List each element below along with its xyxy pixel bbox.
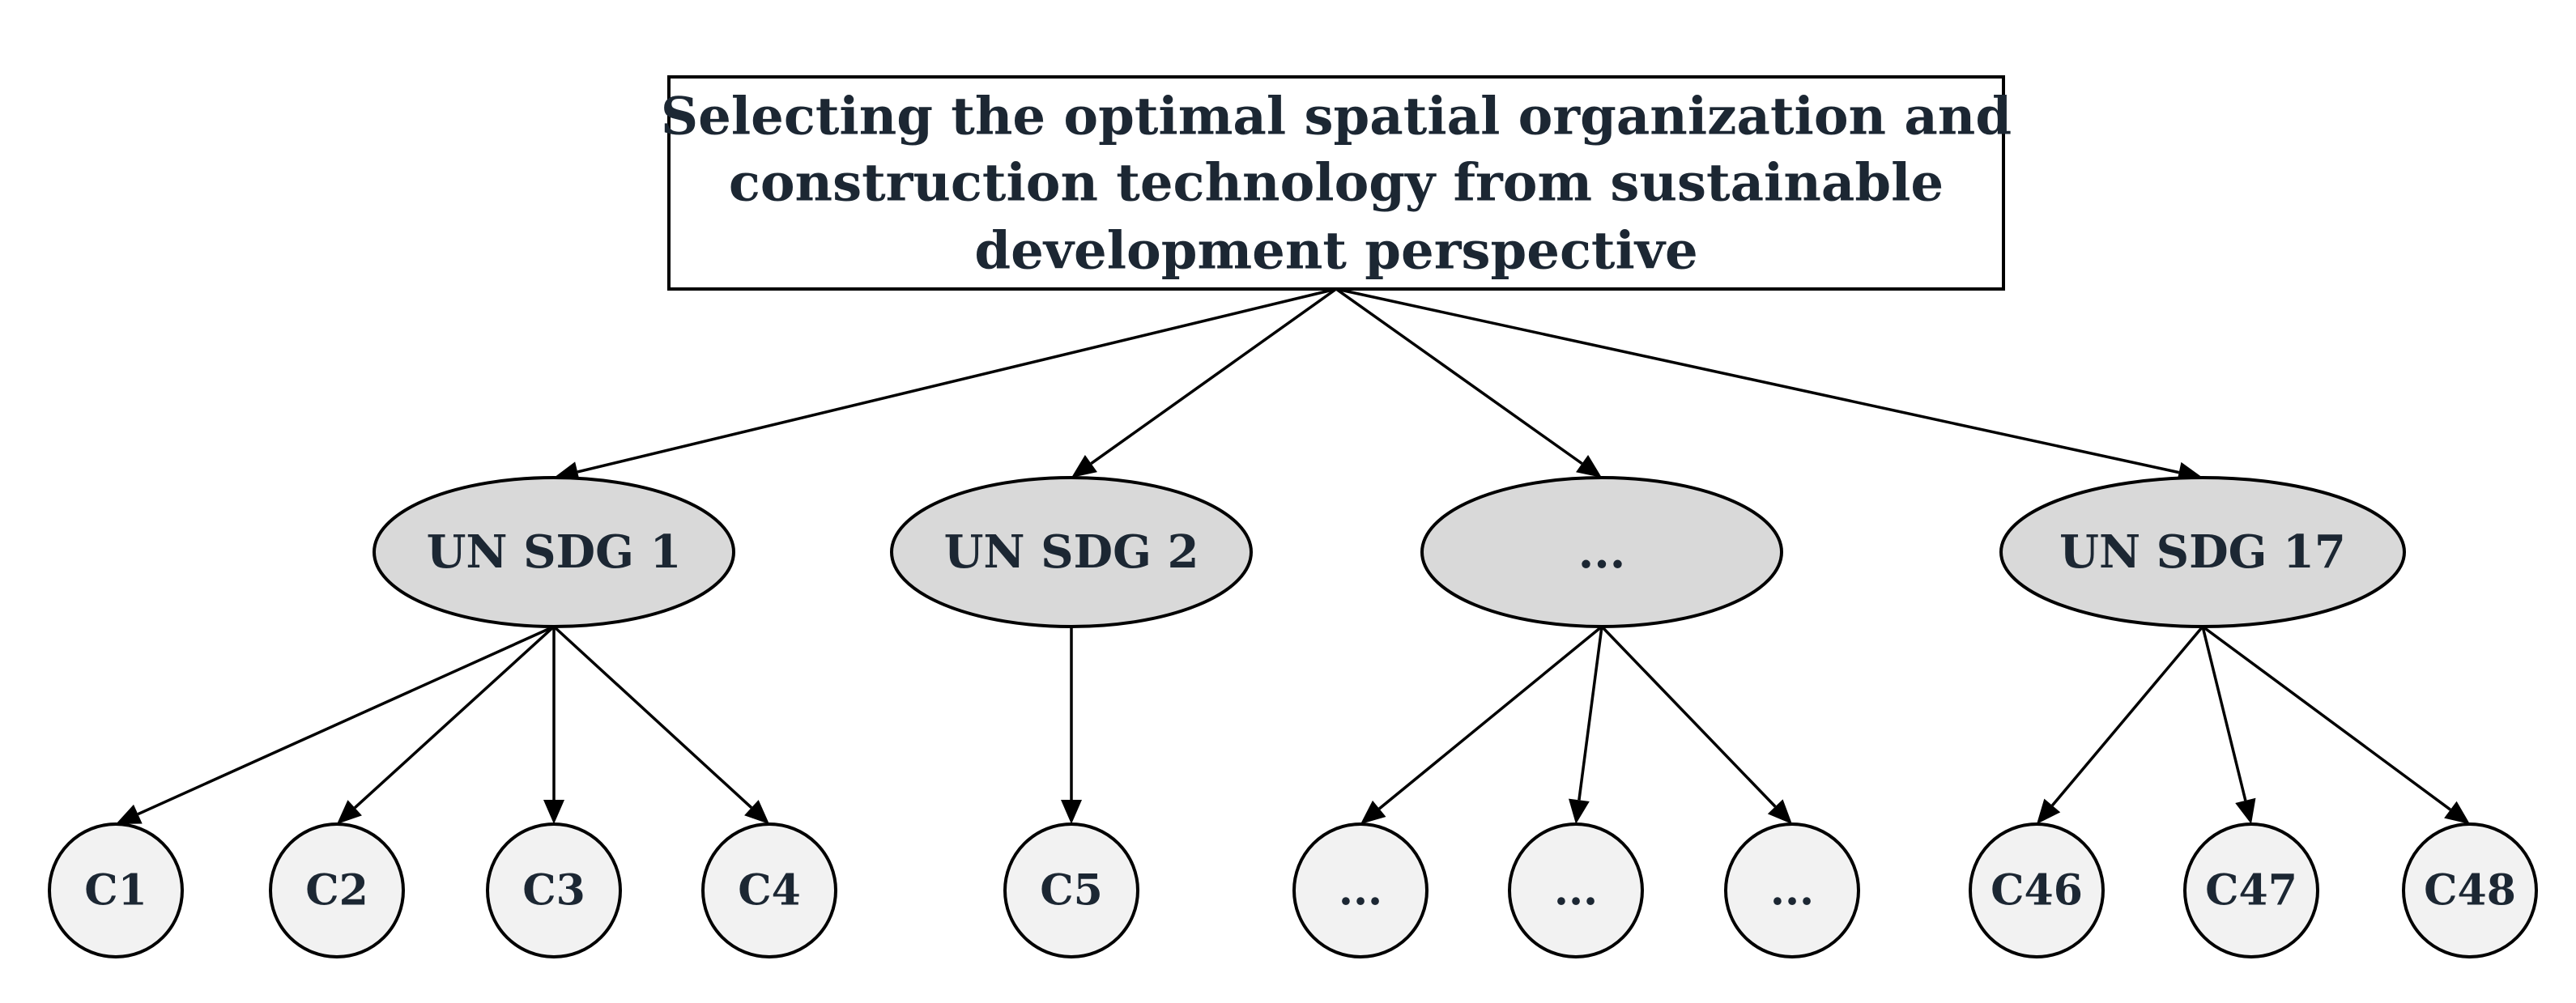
sdg-label: ...: [1578, 525, 1626, 579]
criterion-node-3: C3: [486, 822, 622, 958]
sdg-label: UN SDG 1: [427, 525, 682, 579]
sdg-ellipse: [1420, 476, 1783, 628]
edge-sdg-4-to-criterion-11: [2201, 625, 2470, 824]
criterion-node-11: C48: [2402, 822, 2538, 958]
edge-goal-to-sdg-3-head: [1576, 455, 1602, 478]
goal-box: [667, 75, 2005, 291]
sdg-label: UN SDG 17: [2059, 525, 2346, 579]
criterion-circle: [2402, 822, 2538, 958]
edge-goal-to-sdg-4: [1335, 287, 2203, 483]
sdg-ellipse: [373, 476, 735, 628]
edge-sdg-3-to-criterion-6-head: [1360, 800, 1386, 824]
criterion-circle: [269, 822, 405, 958]
edge-sdg-4-to-criterion-10-head: [2235, 797, 2256, 824]
criterion-label: C48: [2424, 866, 2516, 916]
sdg-ellipse: [1999, 476, 2406, 628]
edge-sdg-1-to-criterion-2-line: [354, 625, 556, 810]
edge-sdg-1-to-criterion-2-head: [337, 800, 362, 824]
criterion-label: C1: [84, 866, 147, 916]
edge-sdg-4-to-criterion-9: [2037, 625, 2204, 824]
edge-sdg-3-to-criterion-6: [1360, 625, 1603, 824]
sdg-node-1: UN SDG 1: [373, 476, 735, 628]
edge-sdg-1-to-criterion-4: [552, 625, 769, 824]
criteria-layer: C1 C2 C3 C4 C5......... C46 C47 C48: [48, 822, 2538, 958]
criterion-node-6: ...: [1292, 822, 1429, 958]
criterion-label: C5: [1040, 866, 1103, 916]
edge-sdg-3-to-criterion-8: [1600, 625, 1792, 824]
criterion-label: C3: [522, 866, 585, 916]
criterion-node-7: ...: [1508, 822, 1644, 958]
goal-node: Selecting the optimal spatial organizati…: [661, 75, 2012, 291]
edge-sdg-4-to-criterion-10: [2201, 626, 2256, 824]
edge-sdg-3-to-criterion-7: [1569, 626, 1603, 824]
edges-layer: [116, 287, 2470, 824]
edge-sdg-2-to-criterion-5: [1061, 627, 1082, 824]
sdg-node-2: UN SDG 2: [890, 476, 1253, 628]
criterion-circle: [1003, 822, 1139, 958]
edge-sdg-3-to-criterion-8-head: [1767, 799, 1792, 824]
edge-sdg-1-to-criterion-3-head: [543, 800, 564, 824]
edge-sdg-4-to-criterion-9-line: [2050, 625, 2204, 807]
edge-sdg-1-to-criterion-4-line: [552, 625, 753, 810]
sdg-node-4: UN SDG 17: [1999, 476, 2406, 628]
edge-goal-to-sdg-1-line: [577, 287, 1337, 474]
edge-goal-to-sdg-1: [554, 287, 1337, 482]
sdg-node-3: ...: [1420, 476, 1783, 628]
edge-sdg-3-to-criterion-7-head: [1569, 798, 1590, 824]
edge-sdg-1-to-criterion-1-head: [116, 804, 143, 824]
criterion-node-4: C4: [701, 822, 837, 958]
criterion-label: C47: [2205, 866, 2297, 916]
criterion-label: C46: [1991, 866, 2083, 916]
edge-goal-to-sdg-2-head: [1071, 455, 1097, 478]
criterion-circle: [1292, 822, 1429, 958]
goal-line-2: construction technology from sustainable: [729, 153, 1944, 214]
criterion-label: ...: [1770, 866, 1814, 916]
sdg-label: UN SDG 2: [944, 525, 1199, 579]
edge-goal-to-sdg-2: [1071, 287, 1338, 478]
criterion-node-8: ...: [1724, 822, 1860, 958]
criterion-circle: [1724, 822, 1860, 958]
edge-sdg-1-to-criterion-1: [116, 625, 555, 824]
sdg-layer: UN SDG 1 UN SDG 2... UN SDG 17: [373, 476, 2406, 628]
edge-goal-to-sdg-3: [1335, 287, 1602, 478]
edge-sdg-3-to-criterion-7-line: [1578, 626, 1603, 801]
criterion-label: C2: [305, 866, 368, 916]
edge-sdg-1-to-criterion-3: [543, 627, 564, 824]
criterion-circle: [48, 822, 184, 958]
criterion-circle: [2183, 822, 2319, 958]
edge-sdg-3-to-criterion-8-line: [1600, 625, 1777, 808]
edge-sdg-2-to-criterion-5-head: [1061, 800, 1082, 824]
criterion-node-2: C2: [269, 822, 405, 958]
edge-sdg-1-to-criterion-4-head: [744, 800, 769, 824]
criterion-label: ...: [1554, 866, 1598, 916]
edge-goal-to-sdg-3-line: [1335, 287, 1583, 465]
criterion-circle: [1508, 822, 1644, 958]
edge-sdg-4-to-criterion-11-line: [2201, 625, 2451, 811]
sdg-ellipse: [890, 476, 1253, 628]
criterion-label: C4: [738, 866, 801, 916]
edge-goal-to-sdg-2-line: [1090, 287, 1338, 465]
criterion-circle: [701, 822, 837, 958]
criterion-label: ...: [1339, 866, 1382, 916]
criterion-node-1: C1: [48, 822, 184, 958]
edge-sdg-4-to-criterion-11-head: [2444, 801, 2470, 824]
criterion-node-5: C5: [1003, 822, 1139, 958]
criterion-node-10: C47: [2183, 822, 2319, 958]
edge-sdg-4-to-criterion-9-head: [2037, 798, 2061, 824]
criterion-circle: [1969, 822, 2105, 958]
goal-line-3: development perspective: [974, 221, 1697, 282]
edge-goal-to-sdg-4-line: [1335, 287, 2180, 474]
edge-sdg-4-to-criterion-10-line: [2201, 626, 2247, 801]
criterion-circle: [486, 822, 622, 958]
edge-sdg-3-to-criterion-6-line: [1378, 625, 1603, 810]
criterion-node-9: C46: [1969, 822, 2105, 958]
edge-sdg-1-to-criterion-1-line: [137, 625, 555, 816]
goal-line-1: Selecting the optimal spatial organizati…: [661, 87, 2012, 147]
edge-sdg-1-to-criterion-2: [337, 625, 556, 824]
